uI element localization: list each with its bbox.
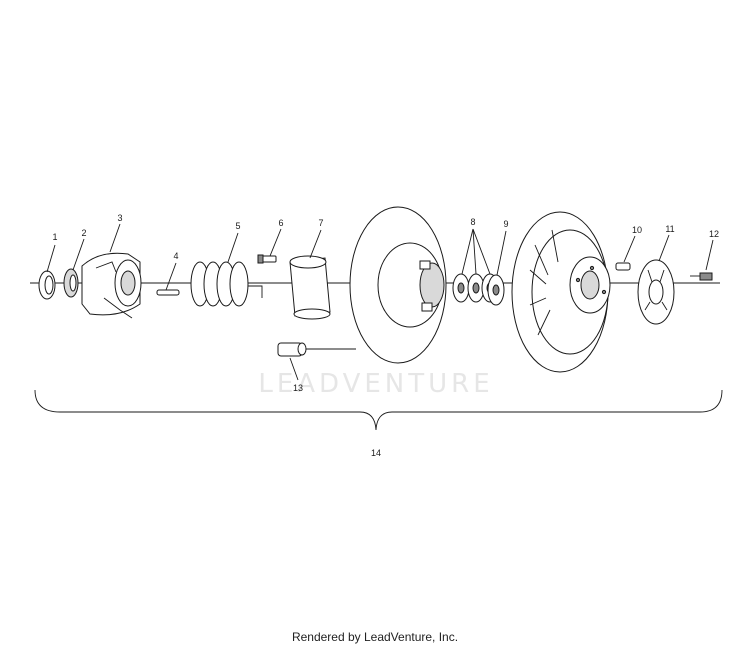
callout-11: 11	[665, 224, 674, 234]
watermark-text: LEADVENTURE	[258, 369, 493, 399]
callout-1: 1	[52, 232, 57, 242]
part-2-washer	[63, 268, 79, 298]
callout-6: 6	[278, 218, 283, 228]
callout-13: 13	[293, 383, 303, 393]
callout-9: 9	[503, 219, 508, 229]
callout-5: 5	[235, 221, 240, 231]
leader-lines	[46, 223, 714, 381]
callout-3: 3	[117, 213, 122, 223]
callout-7: 7	[318, 218, 323, 228]
stationary-sheave	[349, 206, 447, 364]
part-10-plug	[615, 262, 631, 271]
part-12-bolt	[690, 272, 713, 281]
part-4-pin	[156, 289, 180, 296]
callout-12: 12	[709, 229, 719, 239]
part-11-cover-plate	[637, 259, 675, 325]
callout-labels: 1 2 3 4 5 6 7 8 9 10 11 12 13 14	[52, 213, 719, 458]
callout-8: 8	[470, 217, 475, 227]
callout-2: 2	[81, 228, 86, 238]
callout-4: 4	[173, 251, 178, 261]
part-1-snap-ring	[38, 270, 56, 300]
callout-14: 14	[371, 448, 381, 458]
part-9-thrust-washer	[487, 274, 505, 306]
part-5-spring	[190, 261, 263, 307]
rendered-by-footer: Rendered by LeadVenture, Inc.	[291, 630, 459, 644]
part-6-screw	[257, 254, 277, 264]
part-13-roller	[277, 342, 356, 357]
callout-10: 10	[632, 225, 642, 235]
part-7-bushing	[289, 255, 331, 320]
movable-sheave	[511, 211, 611, 373]
assembly-bracket	[34, 389, 723, 431]
part-3-cam	[81, 252, 142, 319]
